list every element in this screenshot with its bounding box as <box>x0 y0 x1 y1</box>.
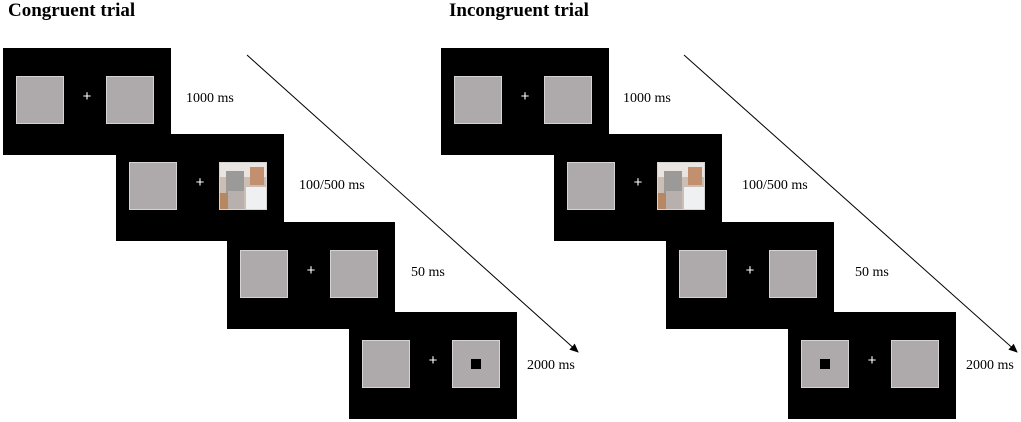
placeholder-left <box>454 76 502 124</box>
fixation-cross-icon: + <box>520 88 530 105</box>
fixation-cross-icon: + <box>633 174 643 191</box>
duration-label: 2000 ms <box>966 358 1014 373</box>
placeholder-left-probe <box>801 340 849 388</box>
duration-label: 2000 ms <box>527 358 575 373</box>
placeholder-left <box>567 162 615 210</box>
fixation-cross-icon: + <box>867 352 877 369</box>
fixation-cross-icon: + <box>306 262 316 279</box>
face-photo-stimulus <box>219 162 267 210</box>
fixation-cross-icon: + <box>428 352 438 369</box>
panel-title: Congruent trial <box>8 0 136 21</box>
placeholder-right-probe <box>452 340 500 388</box>
duration-label: 50 ms <box>855 265 889 280</box>
time-arrow-icon <box>246 54 579 353</box>
placeholder-right <box>330 250 378 298</box>
duration-label: 1000 ms <box>623 91 671 106</box>
placeholder-right <box>769 250 817 298</box>
placeholder-left <box>240 250 288 298</box>
probe-dot-icon <box>471 359 481 369</box>
duration-label: 1000 ms <box>186 91 234 106</box>
trial-frame-isi: + <box>666 222 834 329</box>
fixation-cross-icon: + <box>82 88 92 105</box>
probe-dot-icon <box>820 359 830 369</box>
face-photo-stimulus <box>657 162 705 210</box>
placeholder-right <box>891 340 939 388</box>
panel-title: Incongruent trial <box>449 0 589 21</box>
placeholder-right <box>544 76 592 124</box>
trial-frame-probe: + <box>349 312 517 419</box>
placeholder-left <box>16 76 64 124</box>
placeholder-right <box>106 76 154 124</box>
trial-frame-isi: + <box>227 222 395 329</box>
placeholder-left <box>129 162 177 210</box>
trial-frame-probe: + <box>788 312 956 419</box>
duration-label: 100/500 ms <box>742 178 808 193</box>
fixation-cross-icon: + <box>195 174 205 191</box>
time-arrow-icon <box>683 54 1018 353</box>
placeholder-left <box>679 250 727 298</box>
fixation-cross-icon: + <box>745 262 755 279</box>
duration-label: 50 ms <box>411 265 445 280</box>
duration-label: 100/500 ms <box>299 178 365 193</box>
placeholder-left <box>362 340 410 388</box>
